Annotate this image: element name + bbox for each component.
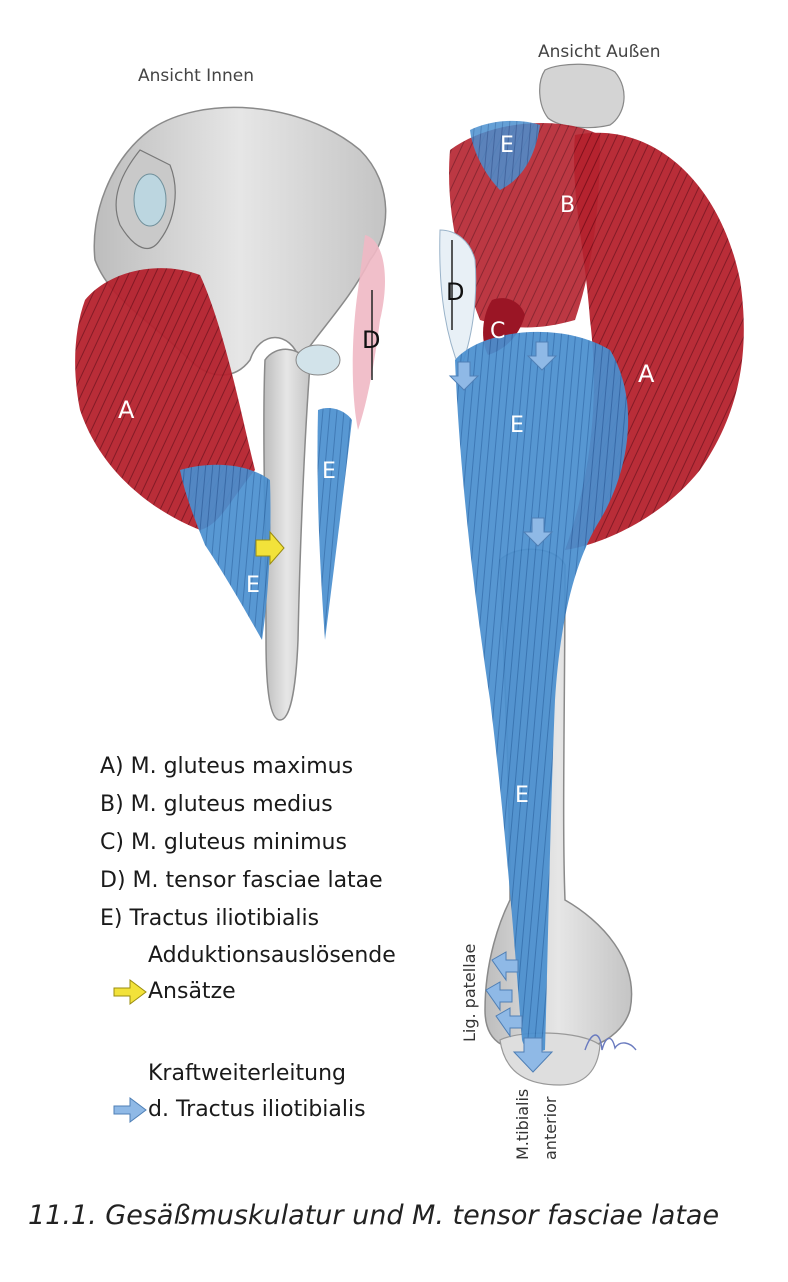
legend-item-d: D) M. tensor fasciae latae [100, 868, 383, 893]
outer-label-e-mid: E [510, 413, 524, 438]
outer-blue-arrow-icon-5 [485, 981, 513, 1012]
legend-item-b: B) M. gluteus medius [100, 792, 333, 817]
yellow-legend-line1: Adduktionsauslösende [148, 943, 396, 968]
inner-femoral-head [295, 344, 341, 376]
outer-gluteus-medius [449, 123, 600, 328]
outer-label-d: D [446, 278, 464, 306]
inner-label-e-lower: E [246, 573, 260, 598]
anatomy-figure: A D E E [75, 63, 744, 1086]
outer-blue-arrow-icon-3 [522, 517, 554, 547]
outer-tibia [499, 1032, 601, 1086]
inner-joint-surface [133, 173, 167, 227]
outer-tractus-iliotibialis [455, 331, 629, 1052]
inner-yellow-arrow-icon [255, 530, 285, 566]
blue-arrow-legend: Kraftweiterleitung d. Tractus iliotibial… [112, 1056, 366, 1128]
outer-label-c: C [490, 319, 505, 344]
blue-arrow-icon [113, 1097, 147, 1123]
outer-label-b: B [560, 193, 575, 218]
yellow-arrow-icon [113, 979, 147, 1005]
outer-blue-arrow-icon-1 [448, 361, 480, 391]
outer-tensor-fasciae [439, 229, 477, 372]
outer-view: E B D C A E E [439, 63, 744, 1086]
artist-signature [584, 1034, 637, 1051]
blue-legend-line2: d. Tractus iliotibialis [148, 1097, 366, 1122]
blue-legend-line1: Kraftweiterleitung [148, 1061, 347, 1086]
tibialis-label-line2: anterior [541, 1096, 560, 1160]
anatomy-illustration: A D E E [75, 63, 744, 1086]
outer-blue-arrow-icon-2 [526, 341, 558, 371]
outer-blue-arrow-icon-6 [495, 1007, 523, 1038]
inner-label-e-upper: E [322, 459, 336, 484]
inner-label-d: D [362, 326, 380, 354]
outer-label-e-lower: E [515, 783, 529, 808]
figure-caption: 11.1. Gesäßmuskulatur und M. tensor fasc… [28, 1200, 720, 1231]
outer-blue-arrow-icon-7 [512, 1037, 554, 1073]
lig-patellae-label: Lig. patellae [460, 943, 479, 1042]
inner-view-title: Ansicht Innen [138, 66, 254, 86]
yellow-legend-line2: Ansätze [148, 979, 236, 1004]
outer-view-title: Ansicht Außen [538, 42, 661, 62]
tibialis-label-line1: M.tibialis [513, 1088, 532, 1160]
inner-view: A D E E [75, 106, 387, 721]
legend-item-a: A) M. gluteus maximus [100, 754, 354, 779]
outer-spine [539, 63, 625, 129]
inner-tractus-upper [317, 408, 352, 640]
inner-tensor-fasciae [352, 235, 385, 430]
yellow-arrow-legend: Adduktionsauslösende Ansätze [112, 938, 396, 1010]
outer-label-e-top: E [500, 133, 514, 158]
outer-blue-arrow-icon-4 [491, 951, 519, 982]
legend-item-e: E) Tractus iliotibialis [100, 906, 320, 931]
inner-label-a: A [118, 396, 135, 424]
muscle-legend: A) M. gluteus maximus B) M. gluteus medi… [100, 748, 383, 938]
legend-item-c: C) M. gluteus minimus [100, 830, 347, 855]
inner-gluteus-maximus [75, 268, 255, 530]
outer-tractus-top [470, 120, 540, 190]
outer-label-a: A [638, 360, 655, 388]
inner-tractus-lower [180, 464, 271, 640]
